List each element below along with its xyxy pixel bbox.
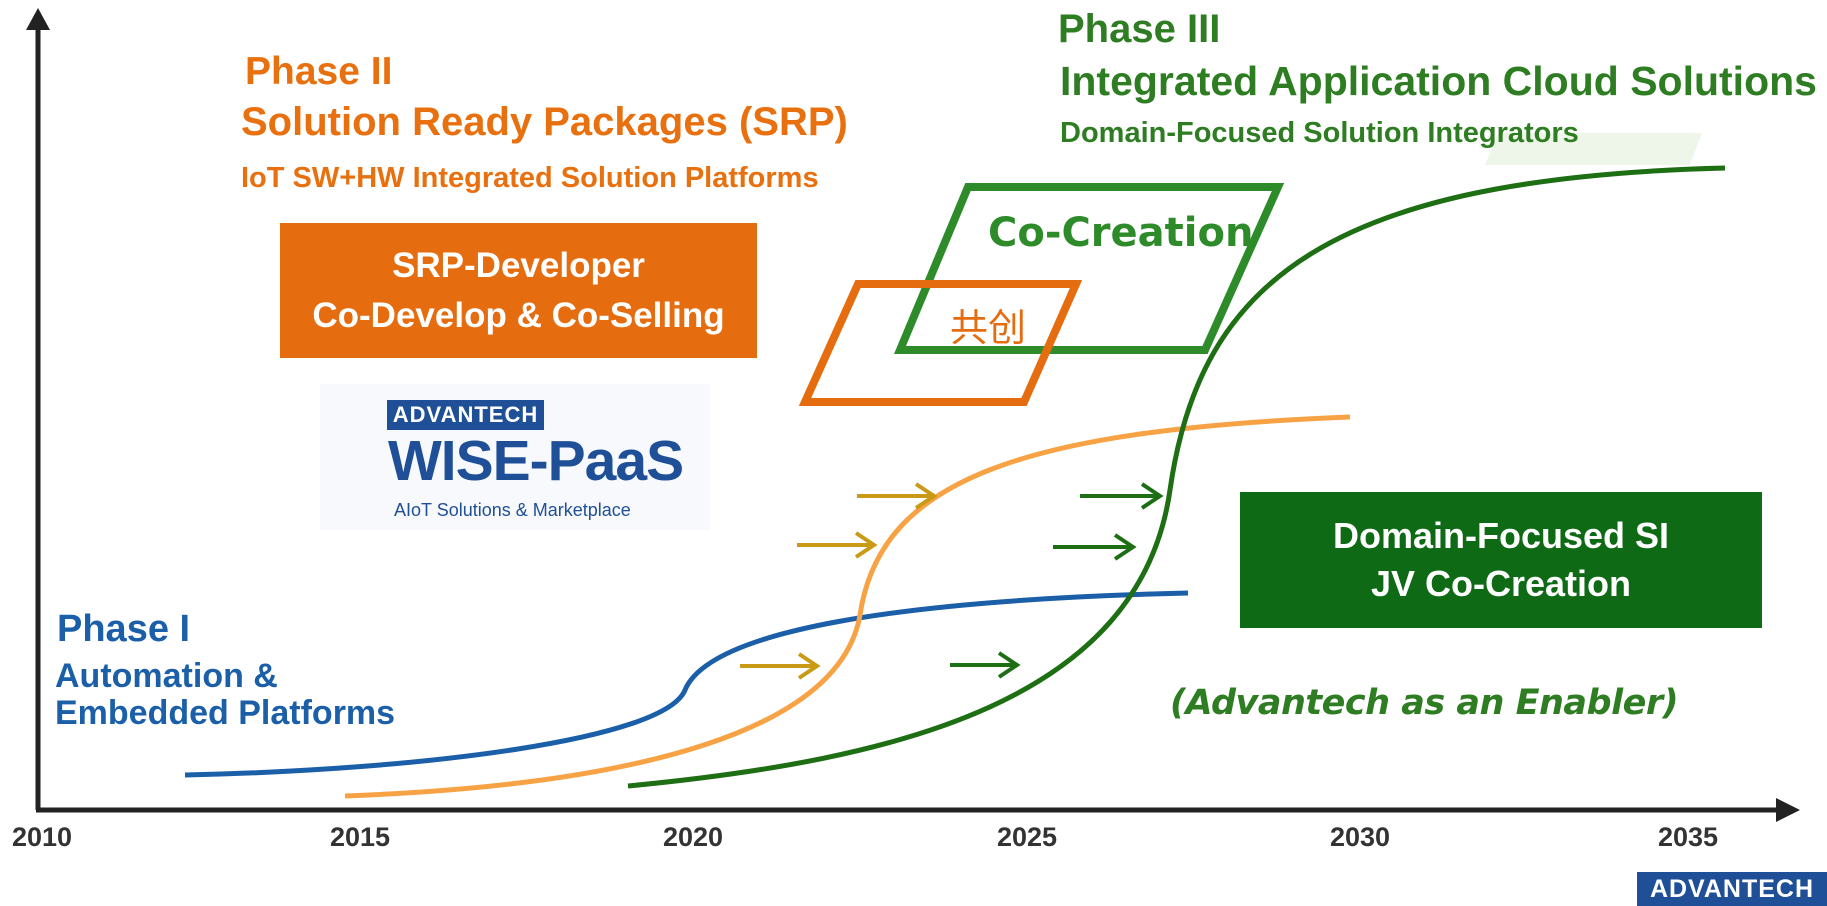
x-tick-2030: 2030	[1329, 822, 1391, 852]
phase3-curve	[627, 165, 1726, 789]
cocreation-chinese-label: 共创	[950, 308, 1027, 350]
phase2-description: IoT SW+HW Integrated Solution Platforms	[241, 162, 819, 194]
chinese-cocreation-parallelogram	[798, 280, 1083, 406]
phase1-curve	[184, 590, 1189, 778]
arrow-right-icon	[857, 482, 938, 510]
phase1-title: Phase I	[57, 608, 191, 650]
phase2-curve	[344, 414, 1351, 799]
si-box-line1: Domain-Focused SI	[1332, 515, 1670, 556]
phase3-title: Phase III	[1058, 7, 1221, 51]
phase3-description: Domain-Focused Solution Integrators	[1060, 117, 1579, 149]
phase3-highlight	[1485, 133, 1702, 165]
srp-box-line1: SRP-Developer	[392, 245, 645, 285]
wise-logo-tagline: AIoT Solutions & Marketplace	[394, 500, 631, 520]
x-tick-2020: 2020	[662, 822, 724, 852]
arrow-right-icon	[1053, 533, 1137, 561]
x-tick-2015: 2015	[329, 822, 391, 852]
wise-logo-brand-badge: ADVANTECH	[387, 400, 544, 430]
green-arrows	[950, 482, 1164, 679]
y-axis-arrowhead	[26, 8, 50, 30]
cocreation-parallelogram	[893, 183, 1285, 354]
phase2-title: Phase II	[245, 50, 393, 93]
phase1-line2: Embedded Platforms	[55, 694, 396, 732]
srp-box-line2: Co-Develop & Co-Selling	[312, 295, 725, 335]
wise-logo-product: WISE-PaaS	[388, 429, 684, 493]
x-tick-2010: 2010	[11, 822, 73, 852]
phase1-line1: Automation &	[55, 657, 278, 695]
arrow-right-icon	[950, 651, 1021, 679]
arrow-right-icon	[1080, 482, 1164, 510]
cocreation-label: Co-Creation	[988, 210, 1254, 256]
domain-focused-si-box: Domain-Focused SI JV Co-Creation	[1240, 492, 1762, 628]
wise-paas-logo: ADVANTECH WISE-PaaS AIoT Solutions & Mar…	[320, 384, 710, 530]
arrow-right-icon	[797, 531, 878, 559]
x-tick-2035: 2035	[1657, 822, 1719, 852]
phase2-subtitle: Solution Ready Packages (SRP)	[241, 100, 848, 144]
arrow-right-icon	[740, 652, 821, 680]
x-axis-arrowhead	[1776, 798, 1800, 822]
enabler-text: (Advantech as an Enabler)	[1170, 683, 1679, 723]
srp-developer-box: SRP-Developer Co-Develop & Co-Selling	[280, 223, 757, 358]
gold-arrows	[740, 482, 938, 680]
advantech-footer-logo: ADVANTECH	[1637, 872, 1827, 906]
si-box-line2: JV Co-Creation	[1370, 563, 1632, 604]
x-tick-2025: 2025	[996, 822, 1058, 852]
phase3-subtitle: Integrated Application Cloud Solutions	[1060, 58, 1817, 104]
